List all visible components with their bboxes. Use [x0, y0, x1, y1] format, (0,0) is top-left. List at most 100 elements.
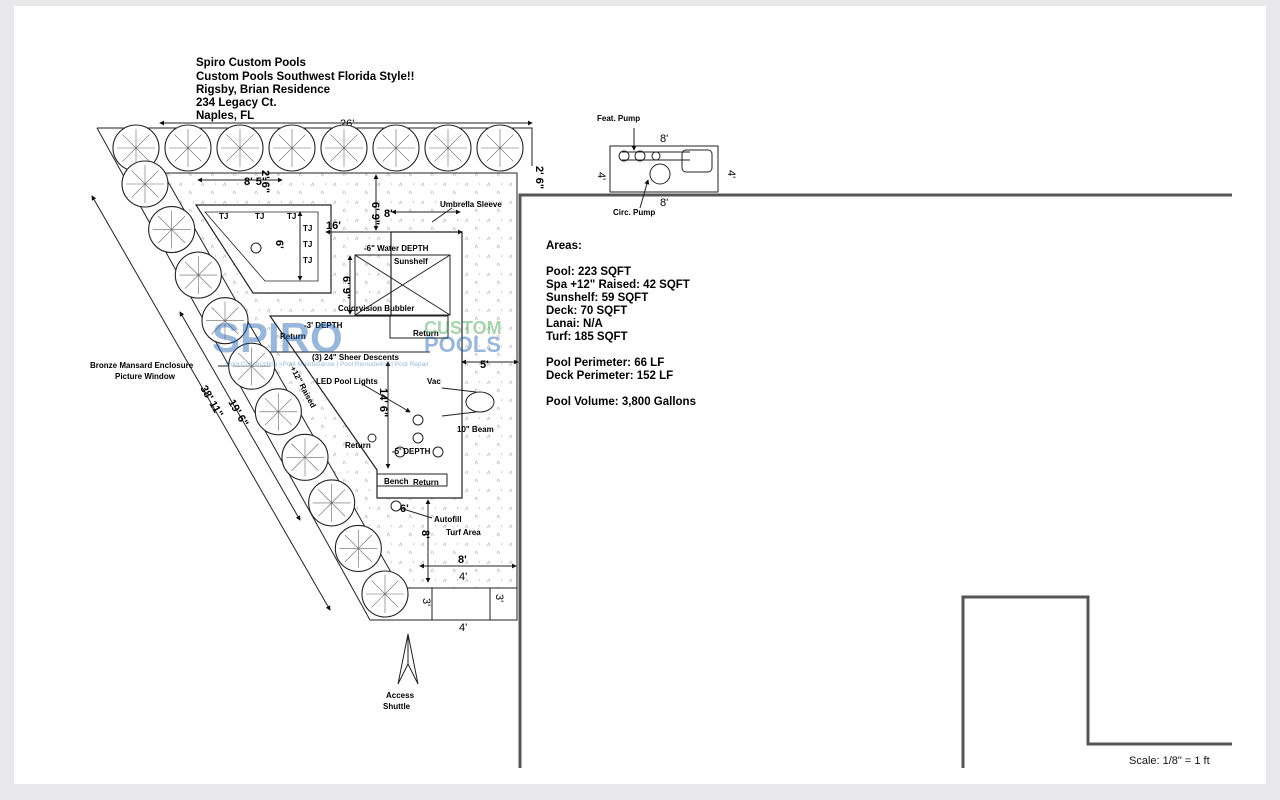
areas-summary: Areas: Pool: 223 SQFT Spa +12" Raised: 4…: [546, 240, 696, 408]
autofill-label: Autofill: [434, 515, 462, 524]
company-logo-watermark: SPIRO CUSTOM POOLS Pool Construction | P…: [212, 314, 502, 368]
logo-main-text: SPIRO: [212, 314, 343, 361]
area-pool: Pool: 223 SQFT: [546, 266, 631, 278]
company-name: Spiro Custom Pools: [196, 57, 306, 69]
area-sunshelf: Sunshelf: 59 SQFT: [546, 292, 648, 304]
return-label-4: Return: [413, 478, 439, 487]
dim-4-a: 4': [459, 571, 467, 583]
dim-16: 16': [326, 220, 341, 232]
tree-icon: [121, 160, 169, 208]
tree-icon: [334, 524, 382, 572]
feat-pump-label: Feat. Pump: [597, 114, 640, 123]
access-label-1: Access: [386, 691, 415, 700]
tree-icon: [174, 251, 222, 299]
dim-3-a: 3': [420, 598, 432, 606]
client-street: 234 Legacy Ct.: [196, 97, 277, 109]
area-lanai: Lanai: N/A: [546, 318, 603, 330]
tree-icon: [216, 124, 264, 172]
pool: [260, 231, 495, 512]
sunshelf-area: [354, 254, 451, 316]
sunshelf-label: Sunshelf: [394, 257, 428, 266]
tj-5: TJ: [303, 240, 312, 249]
deck-perimeter: Deck Perimeter: 152 LF: [546, 370, 673, 382]
dim-8: 8': [384, 208, 393, 220]
tj-1: TJ: [219, 212, 228, 221]
pump-dim-bottom: 8': [660, 197, 668, 209]
depth-5-label: -5' DEPTH: [392, 447, 431, 456]
dim-19-6: 19' 6": [225, 398, 250, 429]
logo-tagline: Pool Construction | Pool Maintenance | P…: [226, 361, 430, 368]
enclosure-label-1: Bronze Mansard Enclosure: [90, 361, 194, 370]
access-shuttle: Access Shuttle: [383, 633, 419, 711]
dimension-lines: 26' 8' 5" 2' 6" 6' 2' 6" 6' 9" 8' 16' 6'…: [91, 118, 545, 634]
logo-side-2: POOLS: [424, 332, 501, 357]
access-pad: [431, 587, 491, 621]
company-tagline: Custom Pools Southwest Florida Style!!: [196, 71, 415, 83]
pool-perimeter: Pool Perimeter: 66 LF: [546, 357, 664, 369]
dim-14-6: 14' 6": [377, 388, 389, 417]
dim-6-9: 6' 9": [369, 202, 381, 225]
client-city: Naples, FL: [196, 110, 254, 122]
pump-equipment: Feat. Pump Circ. Pump 8' 8' 4' 4': [595, 114, 737, 217]
pump-dim-right: 4': [725, 170, 737, 178]
tree-icon: [228, 342, 276, 390]
enclosure-label-2: Picture Window: [115, 372, 176, 381]
tree-icon: [112, 124, 160, 172]
tj-6: TJ: [303, 256, 312, 265]
areas-title: Areas:: [546, 240, 582, 252]
return-label-2: Return: [280, 332, 306, 341]
dim-8-vertical: 8': [419, 530, 431, 539]
tree-icon: [476, 124, 524, 172]
dim-right-2-6: 2' 6": [533, 166, 545, 189]
depth-3-label: -3' DEPTH: [304, 321, 343, 330]
circ-pump-icon: [649, 163, 671, 185]
access-label-2: Shuttle: [383, 702, 411, 711]
circ-pump-label: Circ. Pump: [613, 208, 655, 217]
dim-spa-8-5: 8' 5": [244, 176, 267, 188]
tree-icon: [361, 570, 409, 618]
scale-label: Scale: 1/8" = 1 ft: [1129, 755, 1210, 767]
tj-3: TJ: [287, 212, 296, 221]
led-lights-label: LED Pool Lights: [316, 377, 378, 386]
house-wall-main: [518, 193, 1232, 768]
tree-icon: [164, 124, 212, 172]
dim-3-b: 3': [493, 594, 505, 602]
tj-4: TJ: [303, 224, 312, 233]
tree-icon: [281, 433, 329, 481]
tree-icon: [268, 124, 316, 172]
vac-label: Vac: [427, 377, 441, 386]
return-label-3: Return: [345, 441, 371, 450]
dim-5: 5': [480, 359, 489, 371]
bubbler-label: Colorvision Bubbler: [338, 304, 414, 313]
area-deck: Deck: 70 SQFT: [546, 305, 627, 317]
bench-label: Bench: [384, 477, 409, 486]
tree-icon: [424, 124, 472, 172]
equipment-pad: [609, 145, 719, 193]
dim-shelf-6-9: 6' 9": [340, 276, 352, 299]
tj-2: TJ: [255, 212, 264, 221]
dim-spa-6: 6': [273, 240, 285, 249]
logo-side-1: CUSTOM: [424, 318, 502, 338]
return-label-1: Return: [413, 329, 439, 338]
header-block: Spiro Custom Pools Custom Pools Southwes…: [196, 57, 415, 122]
client-name: Rigsby, Brian Residence: [196, 84, 330, 96]
umbrella-sleeve-label: Umbrella Sleeve: [440, 200, 502, 209]
dim-38-11: 38' 11": [197, 384, 225, 420]
tree-row: [112, 124, 524, 618]
dim-4-b: 4': [459, 622, 467, 634]
tree-icon: [148, 206, 196, 254]
house-walls: [518, 193, 1232, 768]
pool-volume: Pool Volume: 3,800 Gallons: [546, 396, 696, 408]
turf-area-label: Turf Area: [446, 528, 481, 537]
dim-spa-2-6: 2' 6": [259, 170, 271, 193]
area-spa: Spa +12" Raised: 42 SQFT: [546, 279, 690, 291]
water-depth-label: -6" Water DEPTH: [364, 244, 429, 253]
beam-label: 10" Beam: [457, 425, 494, 434]
area-turf: Turf: 185 SQFT: [546, 331, 628, 343]
pump-dim-left: 4': [595, 172, 607, 180]
tree-icon: [254, 388, 302, 436]
sheer-descents-label: (3) 24" Sheer Descents: [312, 353, 399, 362]
tree-icon: [201, 297, 249, 345]
